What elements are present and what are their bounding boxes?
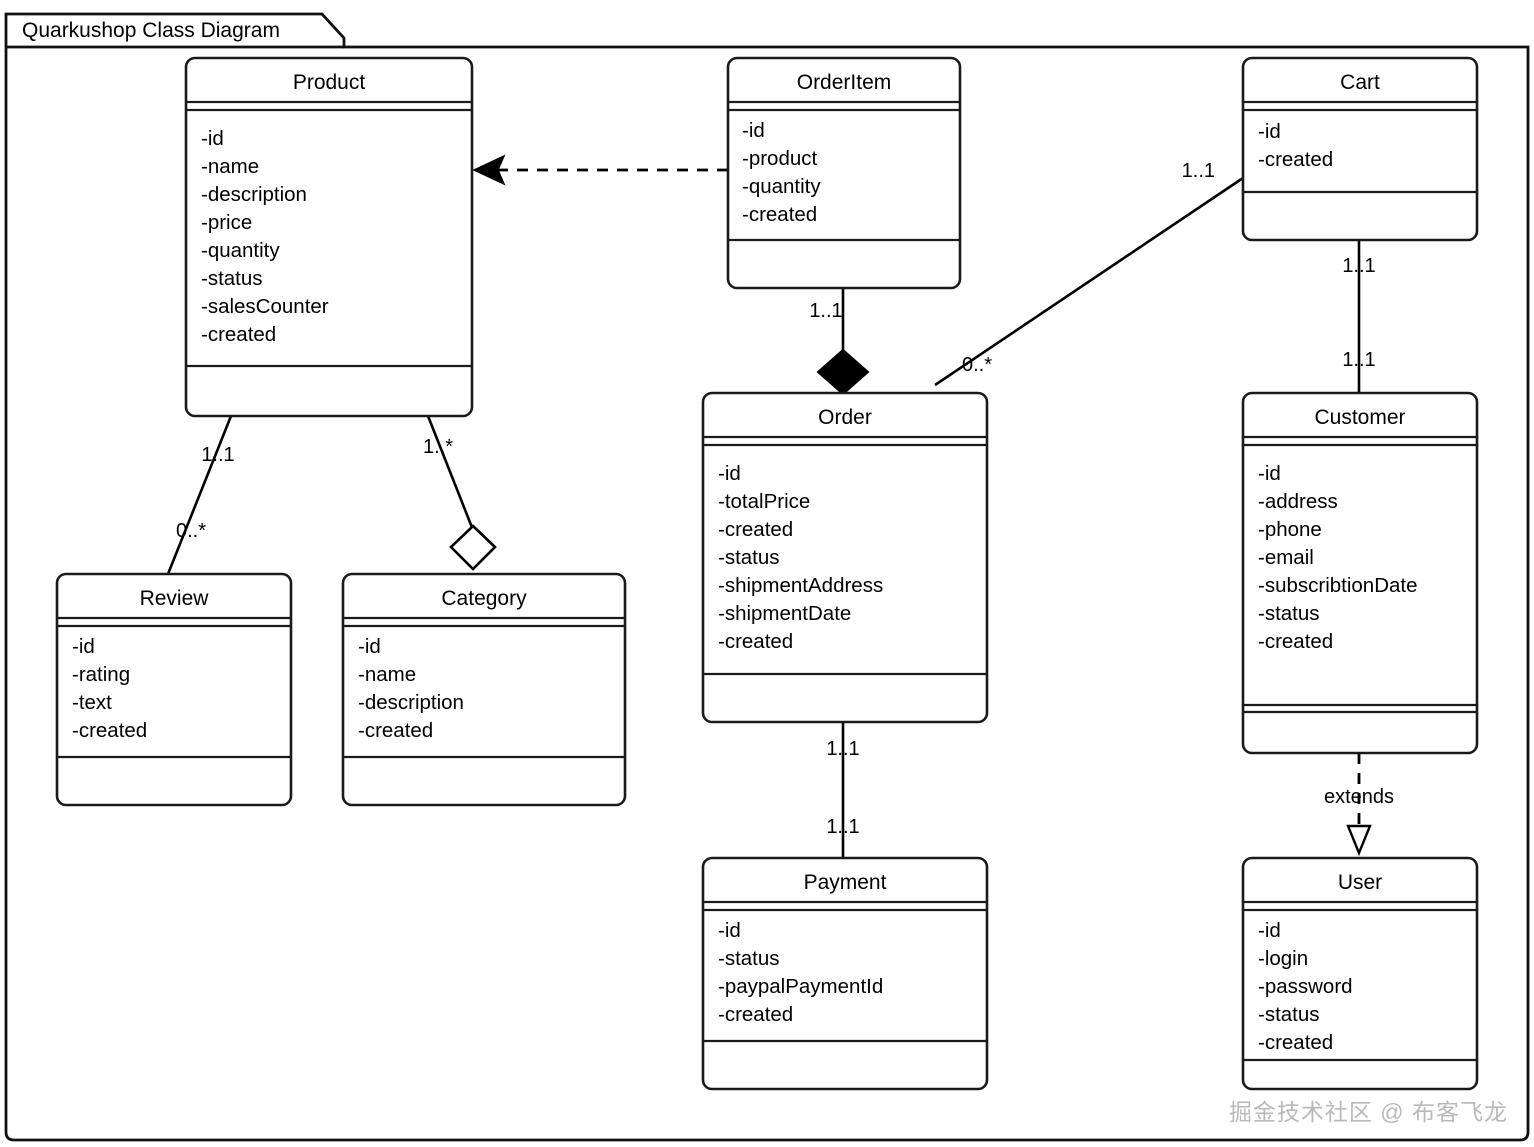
edge-cart-to-customer: 1..1 1..1 <box>1342 240 1376 393</box>
multiplicity-orderitem-order: 1..1 <box>809 300 842 322</box>
class-name-category: Category <box>441 587 527 610</box>
attribute-product-6: -salesCounter <box>201 295 329 318</box>
attribute-review-3: -created <box>72 719 147 742</box>
diagram-title: Quarkushop Class Diagram <box>22 19 280 42</box>
multiplicity-product-category-top: 1..* <box>423 436 453 458</box>
attribute-product-5: -status <box>201 267 263 290</box>
attribute-cart-1: -created <box>1258 148 1333 171</box>
attribute-orderitem-1: -product <box>742 147 818 170</box>
class-name-payment: Payment <box>804 871 887 894</box>
edge-product-to-category: 1..* <box>423 415 497 571</box>
class-box-cart[interactable]: Cart -id -created <box>1241 56 1479 242</box>
attribute-payment-3: -created <box>718 1003 793 1026</box>
attribute-product-1: -name <box>201 155 259 178</box>
edge-orderitem-to-product <box>472 154 728 186</box>
attribute-category-1: -name <box>358 663 416 686</box>
class-name-product: Product <box>293 71 366 94</box>
attribute-order-1: -totalPrice <box>718 490 810 513</box>
attribute-category-0: -id <box>358 635 381 658</box>
edge-order-to-payment: 1..1 1..1 <box>826 722 860 858</box>
class-name-orderitem: OrderItem <box>797 71 892 94</box>
class-box-review[interactable]: Review -id -rating -text -created <box>55 572 293 807</box>
attribute-customer-3: -email <box>1258 546 1314 569</box>
attribute-customer-0: -id <box>1258 462 1281 485</box>
attribute-product-3: -price <box>201 211 252 234</box>
attribute-customer-5: -status <box>1258 602 1320 625</box>
attribute-cart-0: -id <box>1258 120 1281 143</box>
attribute-product-7: -created <box>201 323 276 346</box>
attribute-user-0: -id <box>1258 919 1281 942</box>
class-name-order: Order <box>818 406 872 429</box>
attribute-payment-2: -paypalPaymentId <box>718 975 883 998</box>
class-box-category[interactable]: Category -id -name -description -created <box>341 572 627 807</box>
attribute-order-5: -shipmentDate <box>718 602 851 625</box>
multiplicity-product-review-top: 1..1 <box>201 444 234 466</box>
relation-label-extends: extends <box>1324 786 1394 808</box>
multiplicity-cart-side: 1..1 <box>1182 160 1215 182</box>
attribute-user-1: -login <box>1258 947 1308 970</box>
multiplicity-cart-customer-top: 1..1 <box>1342 255 1375 277</box>
edge-customer-to-user: extends <box>1324 753 1394 857</box>
class-box-payment[interactable]: Payment -id -status -paypalPaymentId -cr… <box>701 856 989 1091</box>
multiplicity-order-payment-bottom: 1..1 <box>826 816 859 838</box>
multiplicity-order-payment-top: 1..1 <box>826 738 859 760</box>
class-name-review: Review <box>140 587 210 610</box>
attribute-category-3: -created <box>358 719 433 742</box>
attribute-product-0: -id <box>201 127 224 150</box>
class-box-customer[interactable]: Customer -id -address -phone -email -sub… <box>1241 391 1479 755</box>
attribute-product-4: -quantity <box>201 239 280 262</box>
attribute-customer-1: -address <box>1258 490 1338 513</box>
class-box-orderitem[interactable]: OrderItem -id -product -quantity -create… <box>726 56 962 290</box>
multiplicity-product-review-bottom: 0..* <box>176 520 206 542</box>
attribute-orderitem-0: -id <box>742 119 765 142</box>
attribute-order-6: -created <box>718 630 793 653</box>
attribute-review-1: -rating <box>72 663 130 686</box>
attribute-order-2: -created <box>718 518 793 541</box>
multiplicity-order-side: 0..* <box>962 354 992 376</box>
attribute-product-2: -description <box>201 183 307 206</box>
edge-orderitem-to-order: 1..1 <box>809 288 870 396</box>
attribute-user-2: -password <box>1258 975 1353 998</box>
attribute-customer-4: -subscribtionDate <box>1258 574 1418 597</box>
attribute-category-2: -description <box>358 691 464 714</box>
class-name-customer: Customer <box>1314 406 1405 429</box>
class-box-product[interactable]: Product -id -name -description -price -q… <box>184 56 474 418</box>
attribute-payment-1: -status <box>718 947 780 970</box>
edge-product-to-review: 1..1 0..* <box>166 415 235 575</box>
class-name-cart: Cart <box>1340 71 1380 94</box>
class-box-user[interactable]: User -id -login -password -status -creat… <box>1241 856 1479 1091</box>
multiplicity-cart-customer-bottom: 1..1 <box>1342 349 1375 371</box>
attribute-customer-6: -created <box>1258 630 1333 653</box>
attribute-customer-2: -phone <box>1258 518 1322 541</box>
attribute-order-0: -id <box>718 462 741 485</box>
diagram-frame <box>4 12 1530 1142</box>
attribute-payment-0: -id <box>718 919 741 942</box>
attribute-user-3: -status <box>1258 1003 1320 1026</box>
attribute-user-4: -created <box>1258 1031 1333 1054</box>
attribute-review-0: -id <box>72 635 95 658</box>
class-box-order[interactable]: Order -id -totalPrice -created -status -… <box>701 391 989 724</box>
attribute-order-3: -status <box>718 546 780 569</box>
edge-order-to-cart: 1..1 0..* <box>934 160 1244 387</box>
attribute-order-4: -shipmentAddress <box>718 574 883 597</box>
attribute-review-2: -text <box>72 691 112 714</box>
attribute-orderitem-3: -created <box>742 203 817 226</box>
class-name-user: User <box>1338 871 1382 894</box>
attribute-orderitem-2: -quantity <box>742 175 821 198</box>
